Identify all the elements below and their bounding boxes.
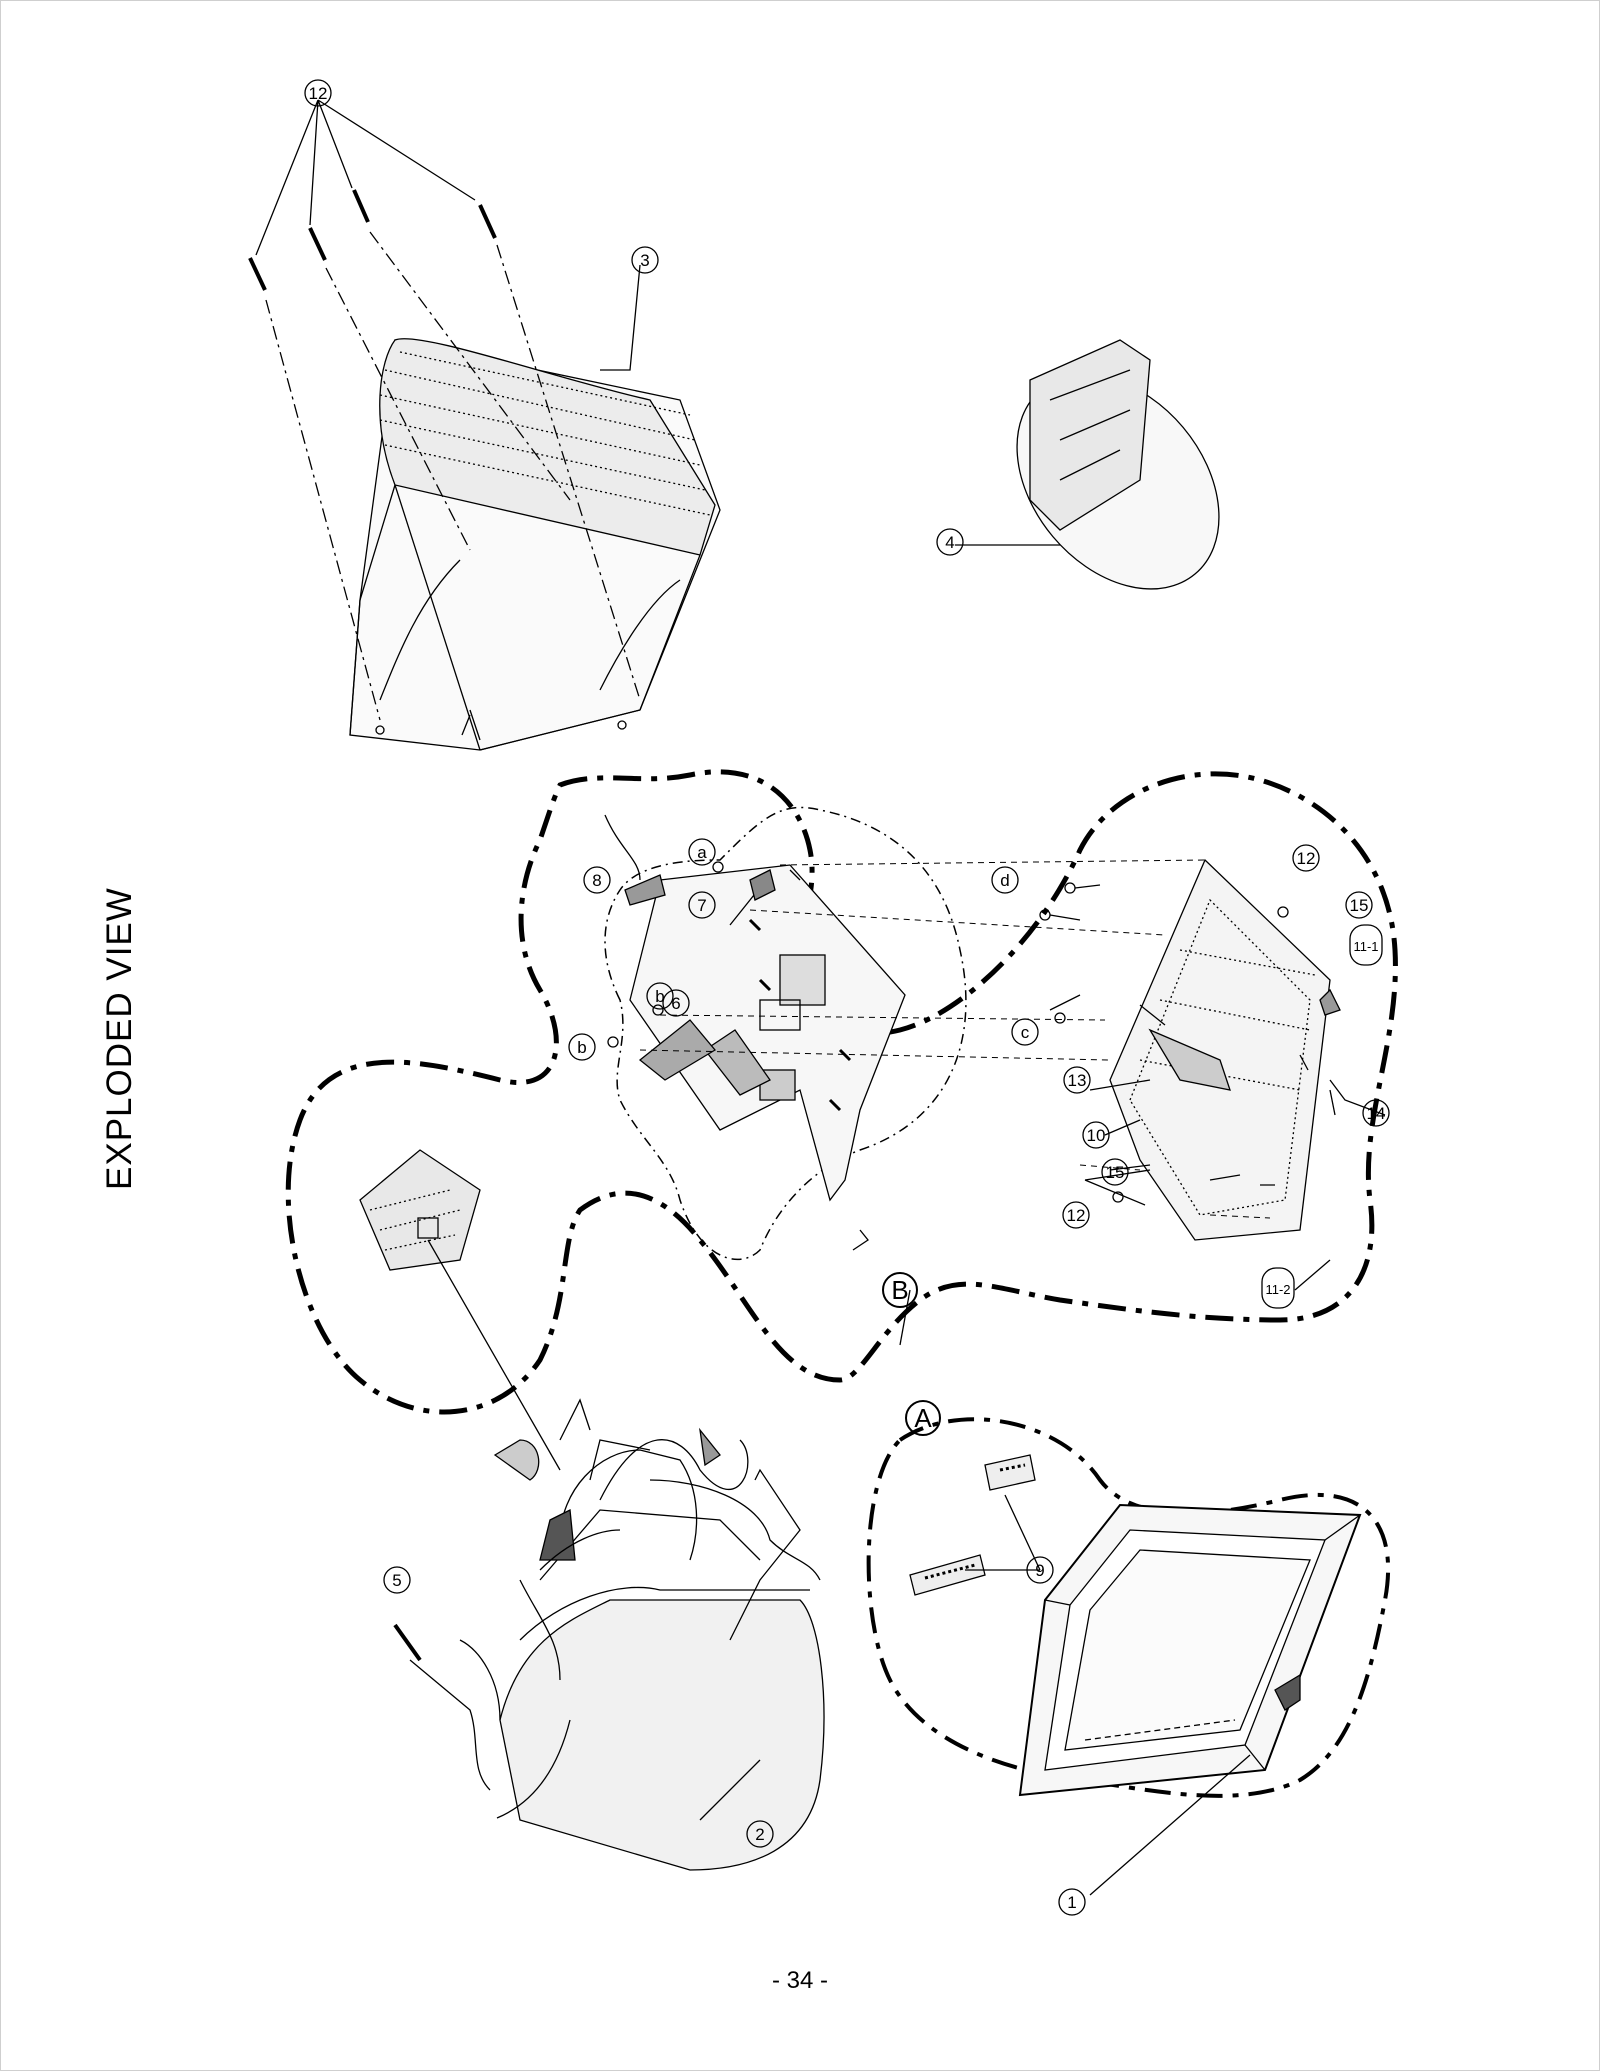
- hv-block-drawing: [359, 1149, 561, 1471]
- callout-15-bottom: 15: [1101, 1158, 1129, 1186]
- chassis-frame-drawing: [1109, 858, 1341, 1241]
- callout-5: 5: [383, 1566, 411, 1594]
- callout-9-label: 9: [1035, 1561, 1044, 1580]
- callout-4: 4: [936, 528, 964, 556]
- callout-1-label: 1: [1067, 1893, 1076, 1912]
- callout-2: 2: [746, 1820, 774, 1848]
- callout-7: 7: [688, 891, 716, 919]
- callout-12-right: 12: [1292, 844, 1320, 872]
- boundary-front-outline: [866, 1417, 1391, 1798]
- screws-top: [248, 99, 641, 721]
- callout-b-1: b: [646, 982, 674, 1010]
- callout-6-label: 6: [671, 994, 680, 1013]
- callout-6: 6: [662, 989, 690, 1017]
- leader-lines: [852, 994, 1386, 1346]
- callout-8-label: 8: [592, 871, 601, 890]
- boundary-b-outline: [604, 806, 967, 1261]
- callout-15-right: 15: [1345, 891, 1373, 919]
- callout-12-bottom: 12: [1062, 1201, 1090, 1229]
- assembly-label-b-text: B: [891, 1275, 908, 1305]
- callout-a-label: a: [697, 843, 707, 862]
- callout-12-bottom-label: 12: [1067, 1206, 1086, 1225]
- callout-15-bottom-label: 15: [1106, 1163, 1125, 1182]
- crt-tube-drawing: [393, 1398, 825, 1871]
- callout-3-label: 3: [640, 251, 649, 270]
- callout-15-right-label: 15: [1350, 896, 1369, 915]
- callout-1: 1: [1058, 1888, 1086, 1916]
- main-board-drawing: [604, 814, 906, 1202]
- callout-b-2: b: [568, 1033, 596, 1061]
- callout-2-label: 2: [755, 1825, 764, 1844]
- callout-b-2-label: b: [577, 1038, 586, 1057]
- stand-base-drawing: [955, 339, 1220, 590]
- callout-11-1-label: 11-1: [1353, 939, 1378, 954]
- back-cover-drawing: [349, 338, 721, 751]
- callout-b-1-label: b: [655, 987, 664, 1006]
- callout-12-right-label: 12: [1297, 849, 1316, 868]
- callout-7-label: 7: [697, 896, 706, 915]
- callout-10-label: 10: [1087, 1126, 1106, 1145]
- screws-board: [607, 861, 1289, 1203]
- callout-11-1: 11-1: [1349, 924, 1383, 966]
- leader-1: [1089, 1754, 1251, 1896]
- callout-5-label: 5: [392, 1571, 401, 1590]
- callout-13-label: 13: [1068, 1071, 1087, 1090]
- callout-12-top: 12: [304, 79, 332, 107]
- assembly-label-b: B: [882, 1272, 918, 1308]
- callout-c: c: [1011, 1018, 1039, 1046]
- page-number: - 34 -: [771, 1967, 828, 1994]
- leader-2: [699, 1759, 761, 1821]
- callout-c-label: c: [1021, 1023, 1030, 1042]
- callout-11-2-label: 11-2: [1265, 1282, 1290, 1297]
- callout-14-label: 14: [1367, 1104, 1386, 1123]
- callout-4-label: 4: [945, 533, 954, 552]
- callout-10: 10: [1082, 1121, 1110, 1149]
- callout-14: 14: [1362, 1099, 1390, 1127]
- assembly-label-a-text: A: [914, 1403, 932, 1433]
- assembly-label-a: A: [905, 1400, 941, 1436]
- callout-12-top-label: 12: [309, 84, 328, 103]
- callout-a: a: [688, 838, 716, 866]
- leader-3: [600, 264, 641, 371]
- callout-11-2: 11-2: [1261, 1267, 1295, 1309]
- callout-13: 13: [1063, 1066, 1091, 1094]
- control-boards-drawing: [909, 1454, 1041, 1596]
- callout-3: 3: [631, 246, 659, 274]
- callout-d: d: [991, 866, 1019, 894]
- callout-d-label: d: [1000, 871, 1009, 890]
- projection-lines: [639, 859, 1271, 1219]
- callout-8: 8: [583, 866, 611, 894]
- callout-9: 9: [1026, 1556, 1054, 1584]
- front-cabinet-drawing: [1018, 1503, 1362, 1797]
